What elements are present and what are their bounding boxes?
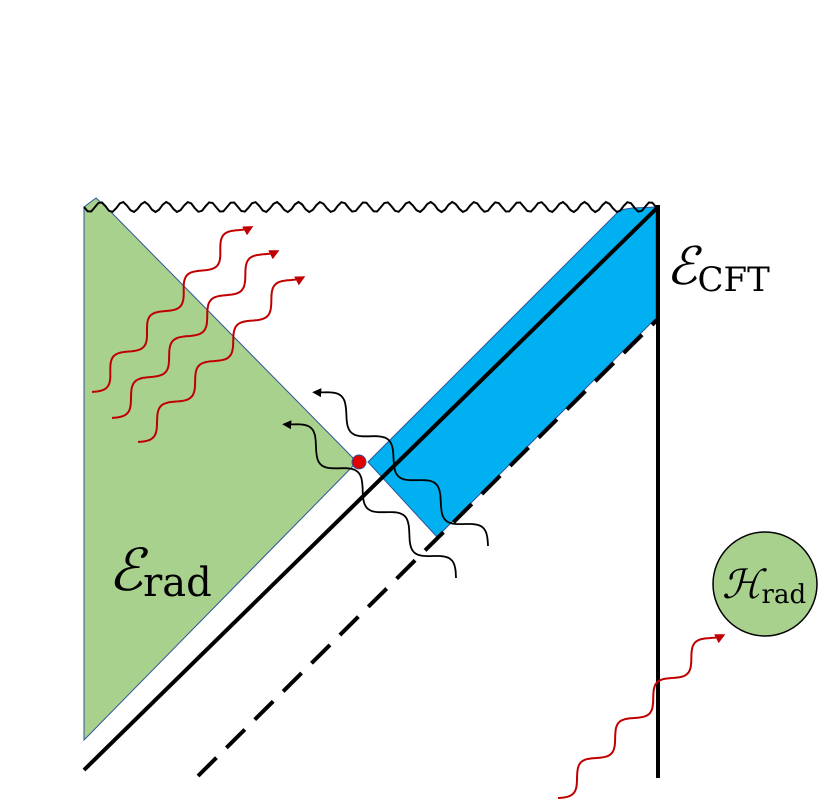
hilbert-space-circle — [712, 531, 818, 637]
particle-wave-2 — [282, 420, 457, 579]
cft-region-label: ℰCFT — [666, 237, 770, 300]
radiation-wave-3 — [137, 276, 306, 443]
radiation-wave-1 — [91, 226, 254, 393]
event-horizon-line — [82, 205, 660, 772]
rad-region-label: ℰrad — [108, 536, 212, 606]
radiation-waves — [91, 226, 726, 799]
cft-region — [367, 206, 657, 538]
hilbert-space-label: ℋrad — [722, 562, 806, 610]
radiation-wave-2 — [111, 250, 280, 419]
particle-waves — [282, 388, 489, 579]
radiation-wave-4 — [557, 634, 726, 799]
entanglement-point — [351, 454, 367, 470]
particle-wave-1 — [312, 388, 489, 547]
singularity-wavy-line — [83, 200, 657, 214]
dashed-horizon-line — [196, 318, 659, 778]
